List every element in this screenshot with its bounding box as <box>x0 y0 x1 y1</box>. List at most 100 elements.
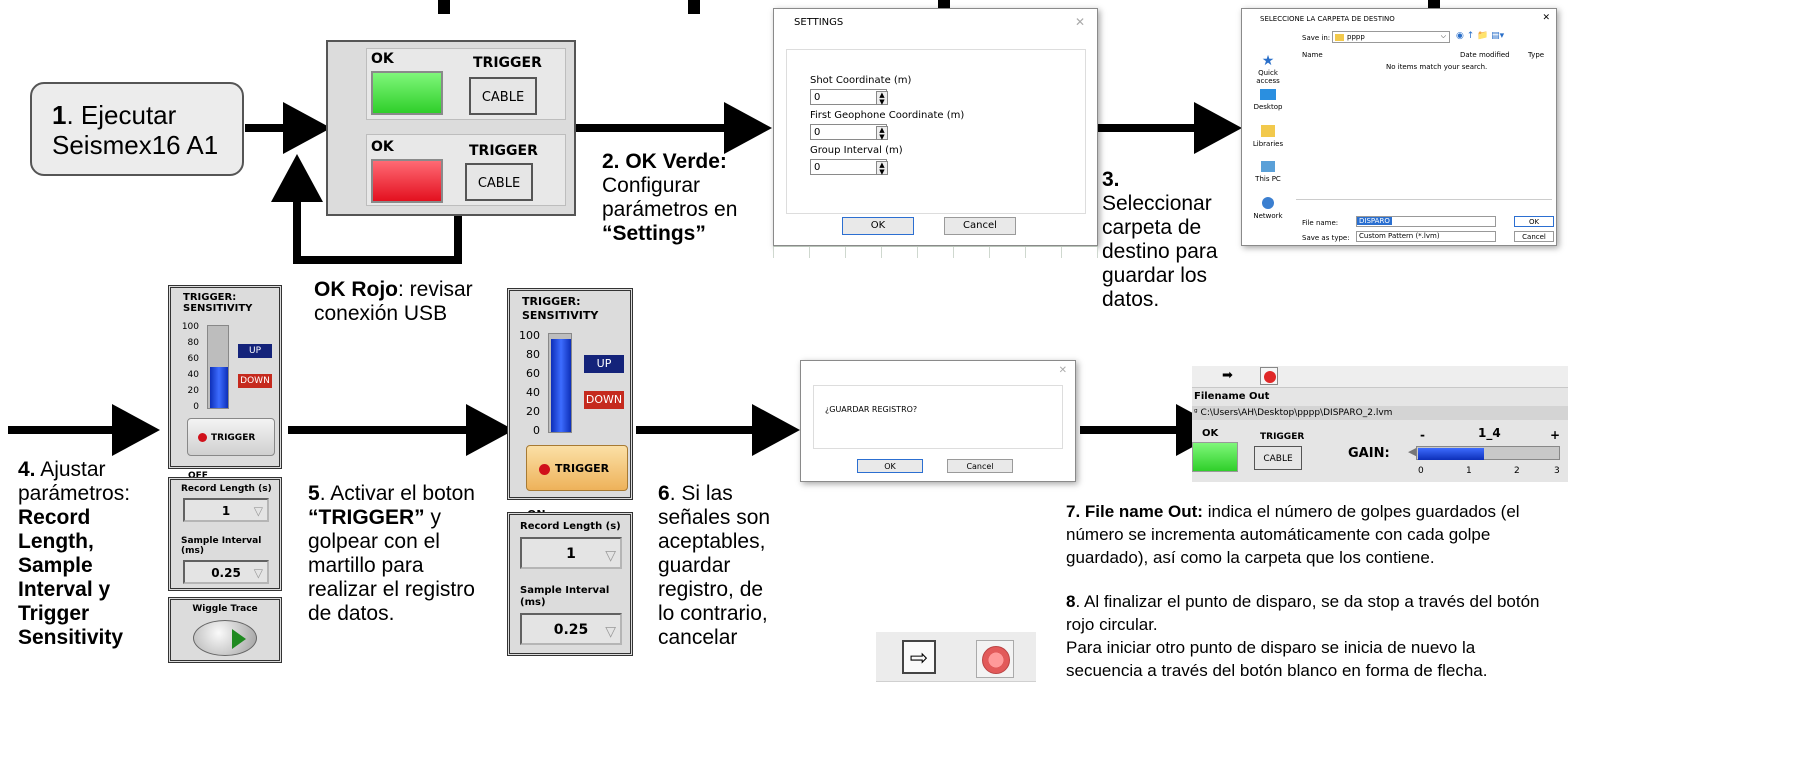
gain-left-arrow-icon[interactable]: ◀ <box>1408 445 1417 458</box>
spinner-icon[interactable]: ▲▼ <box>876 91 888 106</box>
step6-number: 6 <box>658 482 670 505</box>
scale-label: 20 <box>187 386 199 396</box>
path-icon: ᵍ <box>1194 408 1198 418</box>
step4-caption: 4. Ajustar parámetros: Record Length, Sa… <box>18 458 168 650</box>
place-label: This PC <box>1255 175 1281 183</box>
sample-interval-select[interactable]: 0.25 ▽ <box>520 613 622 645</box>
close-icon[interactable]: ✕ <box>1074 15 1085 29</box>
scale-label: 40 <box>187 370 199 380</box>
trigger-on-button[interactable]: TRIGGER ON <box>526 445 628 521</box>
step5-text1: . Activar el boton <box>319 482 475 505</box>
sample-interval-select[interactable]: 0.25 ▽ <box>183 560 269 584</box>
save-in-label: Save in: <box>1302 34 1331 42</box>
horizontal-scrollbar[interactable] <box>1296 199 1552 205</box>
ok-rojo-title: OK Rojo <box>314 278 398 301</box>
desktop-item[interactable]: Desktop <box>1246 89 1290 123</box>
trigger-off-panel: TRIGGER: SENSITIVITY 100 80 60 40 20 0 U… <box>168 285 282 481</box>
spinner-icon[interactable]: ▲▼ <box>876 161 888 176</box>
folder-cancel-button[interactable]: Cancel <box>1514 231 1554 242</box>
file-name-label: File name: <box>1302 219 1339 227</box>
dropdown-arrow-icon: ▽ <box>253 566 263 580</box>
step3-text: Seleccionar carpeta de destino para guar… <box>1102 192 1218 311</box>
record-length-select[interactable]: 1 ▽ <box>520 537 622 569</box>
cable-button[interactable]: CABLE <box>1254 446 1302 470</box>
empty-message: No items match your search. <box>1386 63 1488 71</box>
sensitivity-title: TRIGGER: SENSITIVITY <box>183 292 253 314</box>
up-button[interactable]: UP <box>238 344 272 358</box>
place-label: Desktop <box>1253 103 1283 111</box>
gain-fill <box>1418 448 1485 460</box>
down-button[interactable]: DOWN <box>584 391 624 409</box>
gain-plus: + <box>1550 428 1561 442</box>
save-in-value: pppp <box>1347 33 1365 41</box>
quick-access-item[interactable]: ★ Quick access <box>1246 53 1290 87</box>
stop-button[interactable] <box>976 640 1014 678</box>
folder-dialog: SELECCIONE LA CARPETA DE DESTINO ✕ Save … <box>1241 8 1557 246</box>
cable-button-green[interactable]: CABLE <box>469 77 537 115</box>
step6-caption: 6. Si las señales son aceptables, guarda… <box>658 482 778 650</box>
record-length-select[interactable]: 1 ▽ <box>183 498 269 522</box>
gain-minus: - <box>1420 428 1425 442</box>
column-type[interactable]: Type <box>1528 51 1545 59</box>
shot-coordinate-input[interactable]: 0 <box>810 89 887 105</box>
step1-number: 1 <box>52 100 67 130</box>
scale-label: 0 <box>193 402 199 412</box>
trigger-off-button[interactable]: TRIGGER OFF <box>187 418 275 481</box>
step3-title: 3. <box>1102 168 1120 191</box>
file-list: Name Date modified Type No items match y… <box>1294 49 1554 207</box>
close-icon[interactable]: ✕ <box>1058 365 1067 376</box>
folder-ok-button[interactable]: OK <box>1514 216 1554 227</box>
scale-label: 80 <box>187 338 199 348</box>
places-bar: ★ Quick access Desktop Libraries This PC… <box>1246 53 1290 233</box>
sensitivity-slider[interactable] <box>207 325 229 409</box>
step2-title: 2. OK Verde: <box>602 150 727 173</box>
stop-icon[interactable] <box>1260 367 1278 385</box>
step8-number: 8 <box>1066 592 1076 611</box>
cable-button-red[interactable]: CABLE <box>465 163 533 201</box>
step7-title: 7. File name Out: <box>1066 502 1203 521</box>
ok-led-green <box>371 71 443 115</box>
save-type-select[interactable]: Custom Pattern (*.lvm) <box>1356 231 1496 242</box>
step7-caption: 7. File name Out: indica el número de go… <box>1066 500 1538 569</box>
settings-title: SETTINGS <box>794 17 844 28</box>
settings-field-label: Group Interval (m) <box>810 145 903 156</box>
run-arrow-button[interactable]: ⇨ <box>902 640 936 674</box>
up-button[interactable]: UP <box>584 355 624 373</box>
folder-dialog-title: SELECCIONE LA CARPETA DE DESTINO <box>1260 15 1395 23</box>
step8-text2: Para iniciar otro punto de disparo se in… <box>1066 638 1488 680</box>
folder-icon <box>1335 34 1344 41</box>
play-icon <box>232 629 246 649</box>
sample-interval-value: 0.25 <box>211 566 241 580</box>
network-item[interactable]: Network <box>1246 197 1290 231</box>
settings-field-shot: Shot Coordinate (m) 0 ▲▼ <box>810 75 911 106</box>
this-pc-item[interactable]: This PC <box>1246 161 1290 195</box>
computer-icon <box>1261 161 1275 172</box>
sensitivity-slider[interactable] <box>548 333 572 433</box>
save-dialog: ✕ ¿GUARDAR REGISTRO? OK Cancel <box>800 360 1076 482</box>
down-button[interactable]: DOWN <box>238 374 272 388</box>
close-icon[interactable]: ✕ <box>1542 13 1550 23</box>
gain-slider[interactable] <box>1416 446 1560 460</box>
column-name[interactable]: Name <box>1302 51 1323 59</box>
save-in-select[interactable]: pppp ⌵ <box>1332 31 1450 43</box>
file-name-input[interactable]: DISPARO <box>1356 216 1496 227</box>
libraries-item[interactable]: Libraries <box>1246 125 1290 159</box>
sensitivity-fill <box>551 338 571 432</box>
settings-cancel-button[interactable]: Cancel <box>944 217 1016 235</box>
column-date[interactable]: Date modified <box>1460 51 1510 59</box>
gain-tick: 1 <box>1466 466 1472 476</box>
scale-label: 80 <box>526 348 540 361</box>
settings-ok-button[interactable]: OK <box>842 217 914 235</box>
run-arrow-icon[interactable]: ➡ <box>1222 368 1233 383</box>
step6-text: . Si las señales son aceptables, guardar… <box>658 482 771 649</box>
scale-label: 100 <box>181 322 199 332</box>
toolbar-icons[interactable]: ◉ ↑ 📁 ▤▾ <box>1456 31 1505 41</box>
filename-path: C:\Users\AH\Desktop\pppp\DISPARO_2.lvm <box>1200 408 1393 418</box>
save-cancel-button[interactable]: Cancel <box>947 459 1013 473</box>
desktop-icon <box>1260 89 1276 100</box>
settings-dialog: SETTINGS ✕ Shot Coordinate (m) 0 ▲▼ Firs… <box>773 8 1098 246</box>
wiggle-trace-button[interactable] <box>193 620 257 656</box>
save-ok-button[interactable]: OK <box>857 459 923 473</box>
led-red-icon <box>539 463 550 475</box>
spinner-icon[interactable]: ▲▼ <box>876 126 888 141</box>
